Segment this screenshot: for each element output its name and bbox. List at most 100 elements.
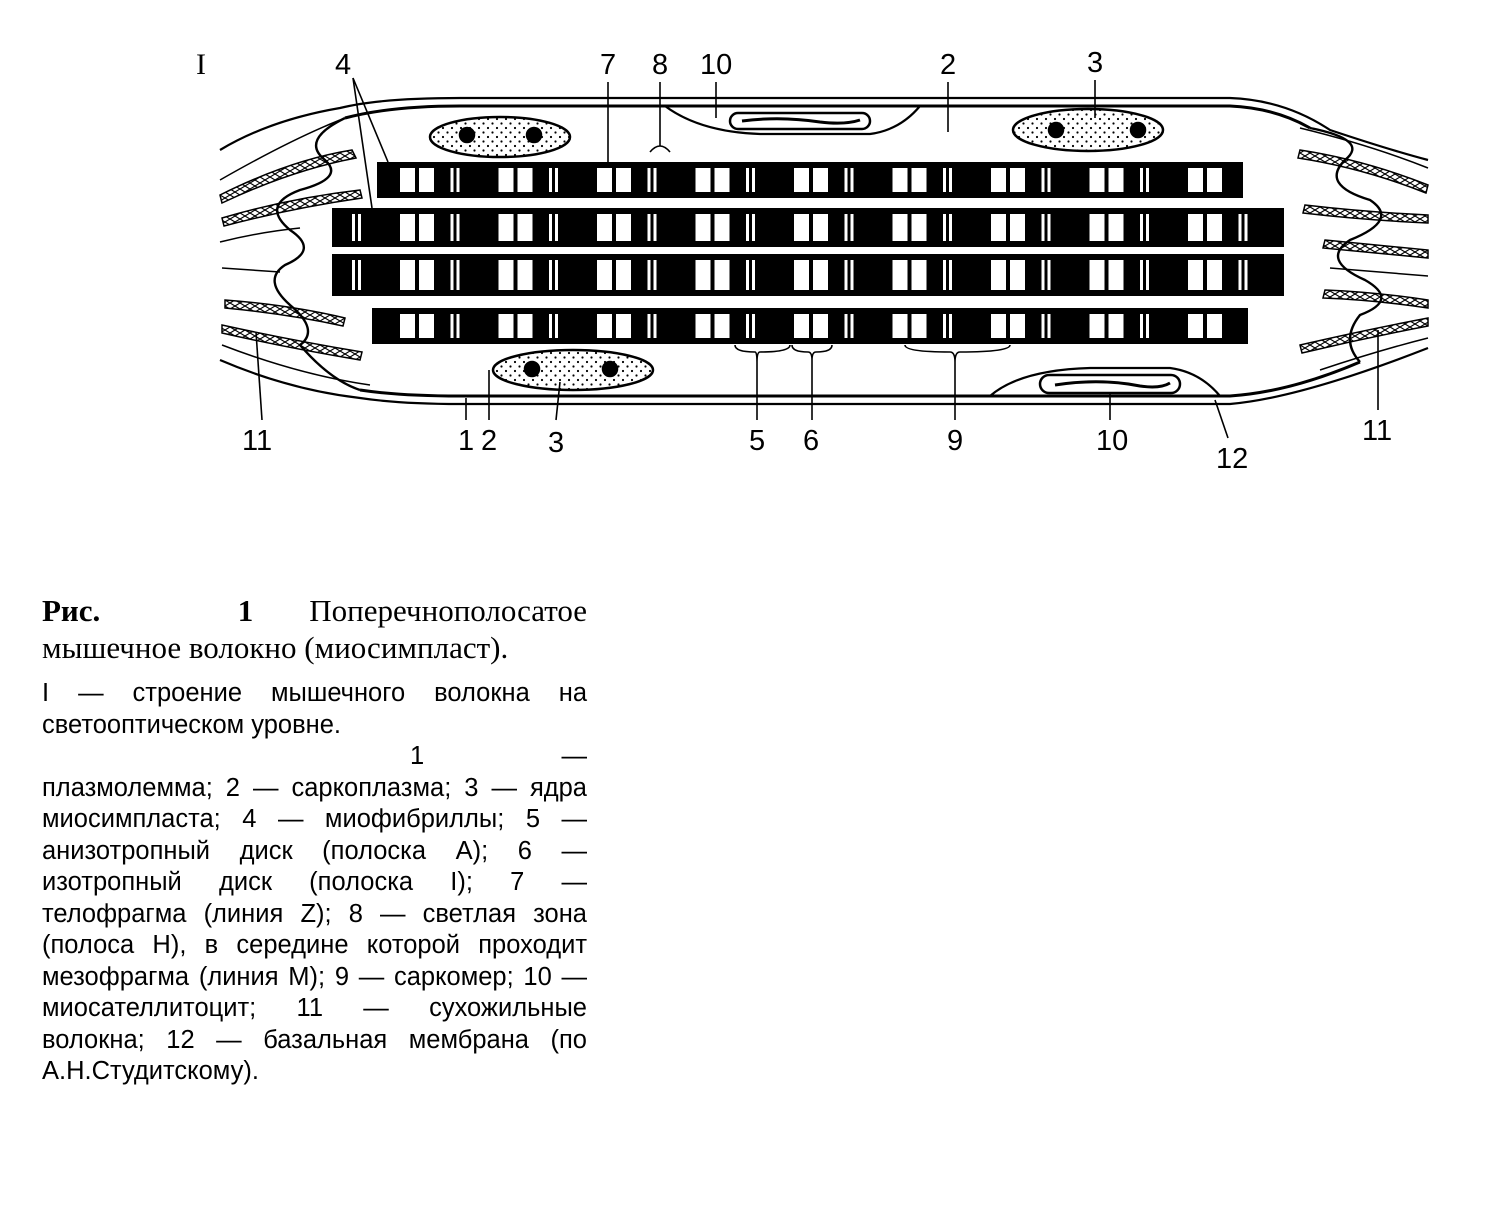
z-line	[415, 214, 419, 241]
label-4: 4	[335, 49, 351, 81]
z-line	[907, 168, 912, 192]
h-zone	[653, 214, 657, 241]
z-line	[710, 314, 715, 338]
z-line	[710, 168, 715, 192]
h-zone	[943, 214, 946, 241]
h-zone	[850, 214, 854, 241]
z-line	[513, 214, 518, 241]
label-10-top: 10	[700, 49, 732, 81]
label-1-bottom: 1	[458, 425, 474, 457]
label-11-left: 11	[242, 425, 272, 457]
h-zone	[943, 260, 946, 290]
h-zone	[549, 260, 552, 290]
h-zone	[752, 314, 755, 338]
label-2-bottom: 2	[481, 425, 497, 457]
h-zone	[850, 168, 854, 192]
h-zone	[844, 314, 848, 338]
z-line	[1006, 214, 1010, 241]
h-zone	[844, 214, 848, 241]
label-I: I	[196, 48, 206, 81]
h-zone	[1140, 168, 1143, 192]
h-zone	[653, 260, 657, 290]
leader-lines	[255, 77, 1379, 439]
h-zone	[555, 260, 558, 290]
z-line	[1203, 260, 1207, 290]
z-line	[415, 168, 419, 192]
h-zone	[456, 214, 460, 241]
z-line	[1006, 168, 1010, 192]
h-zone	[949, 214, 952, 241]
h-zone	[549, 168, 552, 192]
caption-paragraph-1: I — строение мышечного волокна на светоо…	[42, 679, 587, 739]
h-zone	[450, 260, 454, 290]
h-zone	[555, 168, 558, 192]
h-zone	[1244, 214, 1248, 241]
h-zone	[456, 314, 460, 338]
h-zone	[1146, 260, 1149, 290]
z-line	[1203, 314, 1207, 338]
z-line	[809, 214, 813, 241]
h-zone	[1047, 168, 1051, 192]
tendon-fibers-left	[219, 119, 371, 386]
h-zone	[1140, 314, 1143, 338]
z-line	[1006, 314, 1010, 338]
h-zone	[450, 214, 454, 241]
label-11-right: 11	[1362, 415, 1392, 447]
h-zone	[555, 314, 558, 338]
h-zone	[450, 314, 454, 338]
z-line	[809, 314, 813, 338]
z-line	[513, 168, 518, 192]
h-zone	[844, 260, 848, 290]
h-zone	[555, 214, 558, 241]
h-zone	[352, 260, 355, 290]
h-zone	[1047, 260, 1051, 290]
h-zone	[850, 314, 854, 338]
h-zone	[653, 168, 657, 192]
z-line	[1104, 214, 1109, 241]
h-zone	[358, 214, 361, 241]
h-zone	[949, 260, 952, 290]
label-6: 6	[803, 425, 819, 457]
figure-number: Рис. 1	[42, 593, 254, 628]
h-zone	[352, 214, 355, 241]
z-line	[809, 260, 813, 290]
z-line	[907, 214, 912, 241]
caption-title-text: Поперечнополосатое мышечное волокно (мио…	[42, 593, 587, 665]
z-line	[1104, 260, 1109, 290]
z-line	[907, 260, 912, 290]
h-zone	[450, 168, 454, 192]
h-zone	[850, 260, 854, 290]
h-zone	[1047, 314, 1051, 338]
h-zone	[1238, 214, 1242, 241]
h-zone	[647, 260, 651, 290]
h-zone	[1244, 260, 1248, 290]
label-3-bottom: 3	[548, 427, 564, 459]
h-zone	[1041, 168, 1045, 192]
h-zone	[1146, 214, 1149, 241]
z-line	[612, 214, 616, 241]
myofibrils	[332, 162, 1284, 344]
h-zone	[943, 314, 946, 338]
z-line	[612, 260, 616, 290]
label-9: 9	[947, 425, 963, 457]
z-line	[1104, 168, 1109, 192]
z-line	[710, 214, 715, 241]
h-zone	[647, 168, 651, 192]
z-line	[1104, 314, 1109, 338]
label-12: 12	[1216, 443, 1248, 475]
z-line	[415, 314, 419, 338]
h-zone	[752, 260, 755, 290]
h-zone	[653, 314, 657, 338]
z-line	[612, 314, 616, 338]
h-zone	[1140, 260, 1143, 290]
z-line	[513, 260, 518, 290]
h-zone	[943, 168, 946, 192]
h-zone	[1146, 168, 1149, 192]
label-7: 7	[600, 49, 616, 81]
label-8: 8	[652, 49, 668, 81]
h-zone	[1041, 214, 1045, 241]
muscle-fiber-diagram: I 4 7 8 10 2 3 11 1 2 3 5 6 9 10 12 11	[196, 47, 1429, 475]
z-line	[1006, 260, 1010, 290]
tendon-fibers-right	[1297, 127, 1429, 371]
